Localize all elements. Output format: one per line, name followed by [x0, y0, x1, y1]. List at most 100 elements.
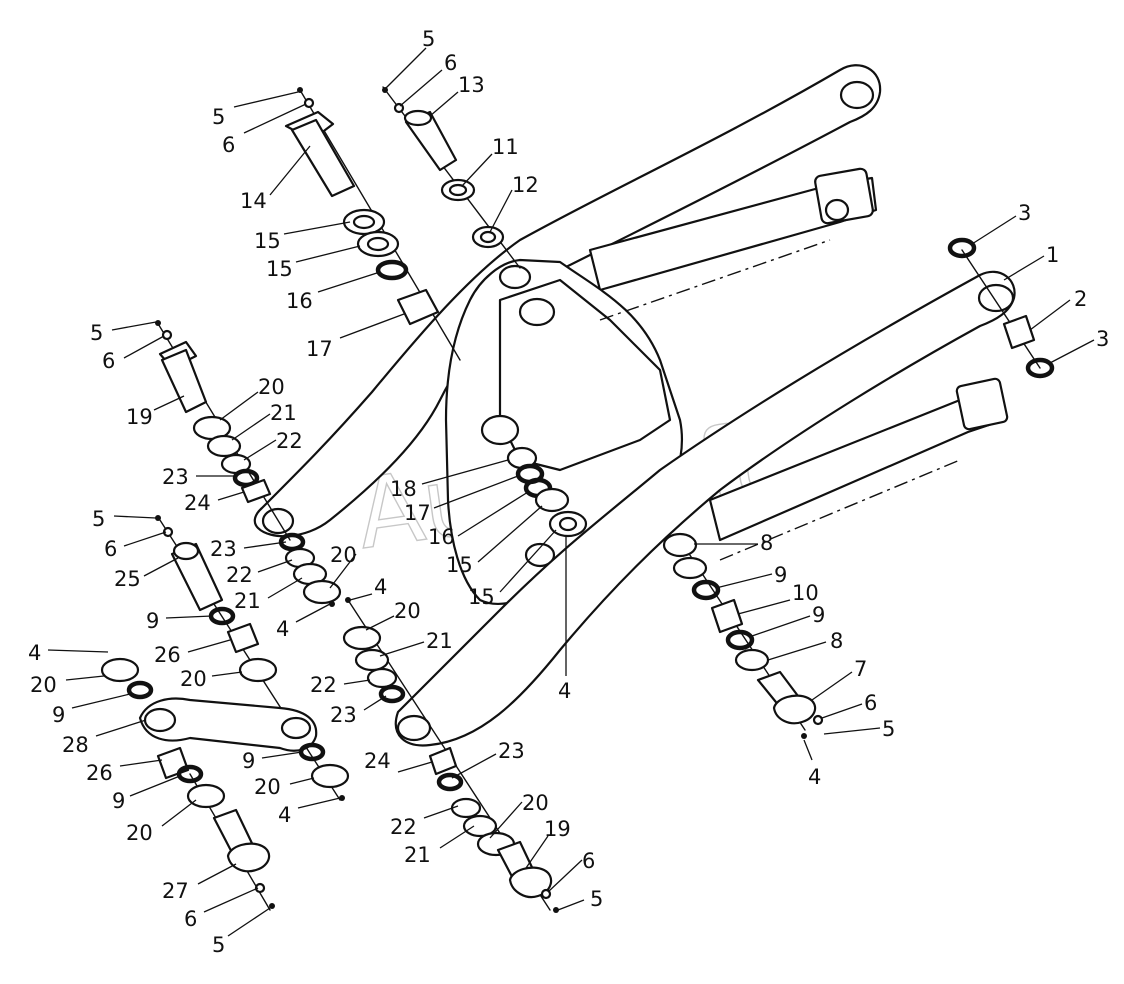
oring-23d	[436, 772, 464, 792]
cylinder-rod-eye	[824, 198, 850, 222]
bushing-2	[1002, 314, 1036, 350]
flange-7	[772, 694, 817, 725]
callout-23: 23	[330, 703, 357, 727]
arm-top-bore	[839, 80, 875, 110]
pin-14	[290, 118, 356, 198]
bellcrank-top-bore-b	[518, 297, 556, 327]
callout-5: 5	[590, 887, 603, 911]
callout-4: 4	[276, 617, 289, 641]
callout-24: 24	[364, 749, 391, 773]
callout-22: 22	[310, 673, 337, 697]
front-arm-bottom-bore	[396, 714, 432, 742]
callout-21: 21	[404, 843, 431, 867]
callout-9: 9	[812, 603, 825, 627]
callout-5: 5	[882, 717, 895, 741]
centerline-upper	[599, 239, 831, 321]
callout-5: 5	[212, 933, 225, 957]
callout-25: 25	[114, 567, 141, 591]
callout-14: 14	[240, 189, 267, 213]
upper-pin-stack-14	[284, 87, 461, 361]
callout-16: 16	[286, 289, 313, 313]
callout-8: 8	[760, 531, 773, 555]
callout-19: 19	[126, 405, 153, 429]
oring-23c	[378, 684, 406, 704]
callout-1: 1	[1046, 243, 1059, 267]
callout-6: 6	[102, 349, 115, 373]
callout-15: 15	[468, 585, 495, 609]
callout-26: 26	[154, 643, 181, 667]
centerline-lower	[719, 459, 961, 561]
washer-20f	[310, 763, 350, 789]
flange-19b	[508, 866, 553, 899]
callout-5: 5	[212, 105, 225, 129]
callout-4: 4	[558, 679, 571, 703]
bushing-17a	[396, 288, 440, 326]
right-low-pin-stack	[662, 532, 824, 739]
callout-21: 21	[270, 401, 297, 425]
bellcrank-low-bore	[524, 542, 556, 568]
callout-labels: 5 6 13 11 12 5 6 14 15 15 16 17 3 1 2 3	[28, 27, 1109, 957]
callout-6: 6	[104, 537, 117, 561]
callout-24: 24	[184, 491, 211, 515]
washer-20b	[302, 579, 342, 605]
right-pin-stack	[947, 237, 1055, 379]
oring-9d	[298, 742, 326, 762]
callout-9: 9	[242, 749, 255, 773]
bushing-24a	[240, 478, 272, 504]
left-pin-stack-19	[155, 320, 342, 607]
callout-10: 10	[792, 581, 819, 605]
callout-23: 23	[498, 739, 525, 763]
bushing-26b	[156, 746, 190, 780]
callout-6: 6	[582, 849, 595, 873]
upper-pin-stack-13	[382, 86, 521, 269]
callout-20: 20	[330, 543, 357, 567]
rear-lift-arm	[253, 64, 882, 538]
callout-15: 15	[266, 257, 293, 281]
callout-23: 23	[210, 537, 237, 561]
callout-20: 20	[254, 775, 281, 799]
callout-5: 5	[422, 27, 435, 51]
callout-23: 23	[162, 465, 189, 489]
washer-8a	[672, 556, 708, 580]
washer-20e	[186, 783, 226, 809]
link-assembly-28	[100, 515, 350, 911]
center-low-pin-stack	[342, 597, 559, 913]
callout-27: 27	[162, 879, 189, 903]
callout-21: 21	[426, 629, 453, 653]
callout-17: 17	[306, 337, 333, 361]
callout-28: 28	[62, 733, 89, 757]
callout-13: 13	[458, 73, 485, 97]
oring-3a	[947, 237, 977, 259]
callout-9: 9	[112, 789, 125, 813]
callout-3: 3	[1018, 201, 1031, 225]
washer-20c	[238, 657, 278, 683]
callout-22: 22	[226, 563, 253, 587]
front-lift-arm	[394, 270, 1016, 747]
callout-15: 15	[254, 229, 281, 253]
callout-6: 6	[222, 133, 235, 157]
front-arm-top-bore	[977, 283, 1015, 313]
oring-9f	[725, 629, 755, 651]
callout-9: 9	[52, 703, 65, 727]
washer-21c	[354, 648, 390, 672]
flange-27	[226, 842, 271, 873]
bushing-10	[710, 598, 744, 634]
oring-16a	[375, 259, 409, 281]
callout-16: 16	[428, 525, 455, 549]
oring-9c	[176, 764, 204, 784]
washer-22c	[366, 667, 398, 689]
callout-2: 2	[1074, 287, 1087, 311]
callout-20: 20	[30, 673, 57, 697]
lift-arm-assembly	[253, 64, 1016, 747]
washer-20g	[342, 625, 382, 651]
washer-20d	[100, 657, 140, 683]
center-bushing-stack	[506, 446, 588, 676]
callout-4: 4	[278, 803, 291, 827]
callout-20: 20	[258, 375, 285, 399]
callout-22: 22	[390, 815, 417, 839]
callout-20: 20	[126, 821, 153, 845]
callout-20: 20	[522, 791, 549, 815]
bellcrank-mid-bore	[480, 414, 520, 446]
washer-21a	[206, 434, 242, 458]
